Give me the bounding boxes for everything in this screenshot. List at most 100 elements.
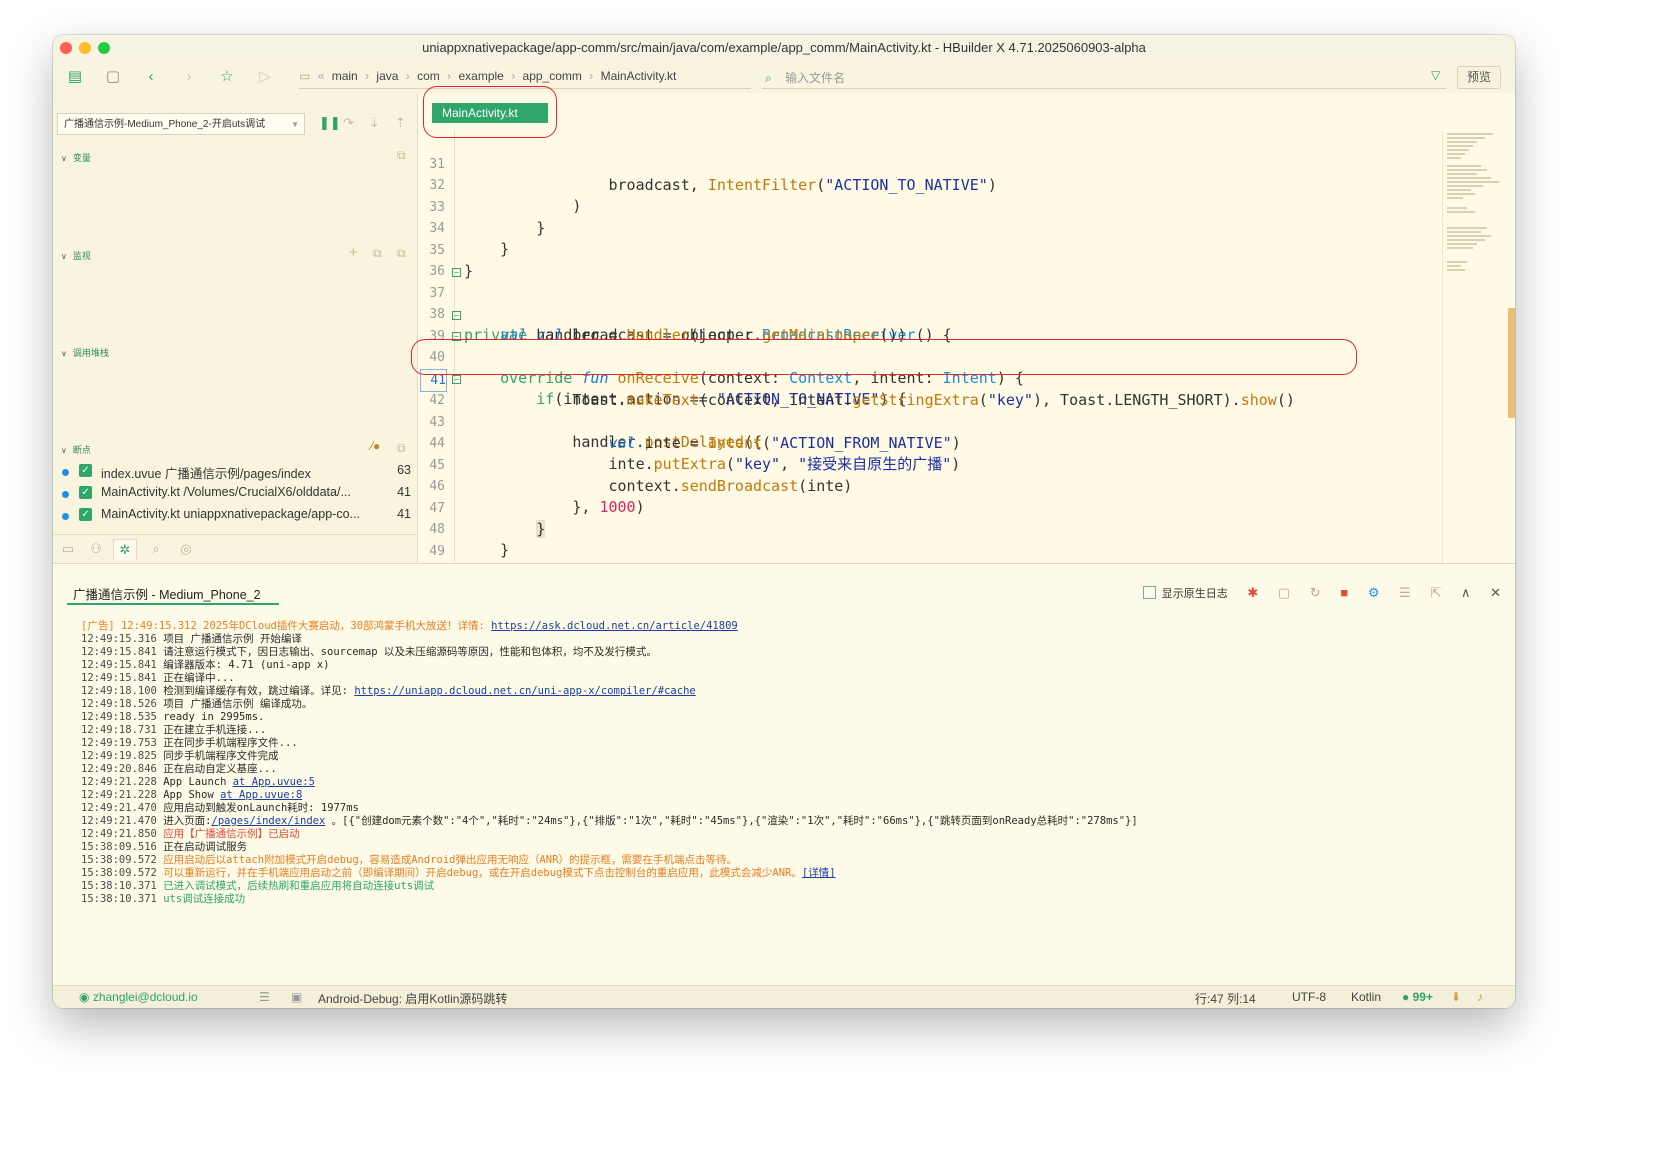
editor-scrollbar[interactable] (1508, 308, 1515, 418)
open-log-icon[interactable]: ▢ (1277, 585, 1291, 600)
cursor-position[interactable]: 行:47 列:14 (1195, 992, 1256, 1006)
user-account[interactable]: ◉ zhanglei@dcloud.io (79, 990, 198, 1004)
star-icon[interactable]: ☆ (220, 68, 234, 85)
outline-icon[interactable]: ⚇ (90, 541, 102, 556)
log-link[interactable]: https://ask.dcloud.net.cn/article/41809 (491, 620, 738, 632)
tab-console-device[interactable]: 广播通信示例 - Medium_Phone_2 (73, 588, 261, 602)
forward-icon[interactable]: › (186, 68, 192, 85)
download-icon[interactable]: ⬇ (1451, 990, 1462, 1004)
stop-icon[interactable]: ■ (1340, 585, 1349, 600)
filter-icon[interactable]: ▽ (1431, 68, 1441, 82)
collapse-all-icon[interactable]: ⧉ (397, 148, 406, 162)
code-text: } (464, 540, 509, 561)
breakpoint-item[interactable]: ✓ index.uvue 广播通信示例/pages/index 63 (61, 462, 411, 482)
breakpoint-checkbox[interactable]: ✓ (79, 464, 92, 477)
breadcrumb-item[interactable]: MainActivity.kt (600, 69, 677, 83)
debug-connect-icon[interactable]: ⚙ (1367, 585, 1380, 600)
save-icon[interactable]: ▢ (105, 68, 121, 85)
breadcrumb-item[interactable]: example (458, 69, 504, 83)
search-icon[interactable]: ⌕ (152, 541, 160, 556)
run-icon[interactable]: ▷ (259, 68, 271, 85)
step-into-icon[interactable]: ⇣ (369, 115, 380, 130)
log-line: 12:49:19.825 同步手机端程序文件完成 (81, 750, 279, 763)
log-link[interactable]: at App.uvue:5 (232, 776, 315, 788)
log-timestamp: 12:49:21.228 (81, 789, 164, 801)
collapse-up-icon[interactable]: ∧ (1460, 585, 1471, 600)
call-stack-panel-header[interactable]: ∨调用堆栈 (61, 346, 109, 359)
code-token: Intent (707, 434, 763, 452)
minimap-line (1447, 211, 1475, 213)
pause-icon[interactable]: ❚❚ (319, 115, 341, 130)
close-console-icon[interactable]: ✕ (1490, 585, 1501, 600)
fold-icon[interactable]: − (452, 311, 461, 320)
log-message-tail: 。[{"创建dom元素个数":"4个","耗时":"24ms"},{"排版":"… (325, 815, 1138, 827)
debug-icon[interactable]: ✲ (113, 539, 137, 560)
log-message: 应用启动到触发onLaunch耗时: 1977ms (163, 802, 359, 814)
breadcrumb-collapse-icon[interactable]: « (317, 69, 325, 83)
device-select[interactable]: 广播通信示例-Medium_Phone_2-开启uts调试 ▼ (57, 113, 305, 135)
bug-icon[interactable]: ✱ (1247, 585, 1259, 600)
step-over-icon[interactable]: ↷ (343, 115, 354, 130)
log-message: 项目 广播通信示例 开始编译 (163, 633, 302, 645)
minimap[interactable] (1442, 131, 1515, 563)
line-number[interactable]: 41 (420, 369, 447, 392)
show-native-log-checkbox[interactable] (1142, 586, 1156, 599)
breakpoint-item[interactable]: ✓ MainActivity.kt /Volumes/CrucialX6/old… (61, 484, 411, 504)
minimap-line (1447, 169, 1487, 171)
collapse-all-icon[interactable]: ⧉ (397, 246, 406, 260)
code-text: } (464, 218, 545, 239)
file-search-input[interactable]: ⌕ 输入文件名 (765, 69, 845, 86)
globe-icon[interactable]: ◎ (180, 541, 192, 556)
restart-icon[interactable]: ↻ (1309, 585, 1321, 600)
back-icon[interactable]: ‹ (148, 68, 154, 85)
minimize-window-button[interactable] (79, 42, 91, 54)
fold-icon[interactable]: − (452, 268, 461, 277)
terminal-icon[interactable]: ▣ (291, 990, 303, 1004)
log-link[interactable]: [详情] (801, 867, 836, 879)
fold-icon[interactable]: − (452, 332, 461, 341)
log-line: 15:38:10.371 已进入调试模式，后续热刷和重启应用将自动连接uts调试 (81, 880, 434, 893)
log-link[interactable]: at App.uvue:8 (220, 789, 303, 801)
add-watch-icon[interactable]: + (349, 244, 358, 261)
log-line: 12:49:21.228 App Launch at App.uvue:5 (81, 776, 315, 789)
close-window-button[interactable] (60, 42, 72, 54)
breakpoint-item[interactable]: ✓ MainActivity.kt uniappxnativepackage/a… (61, 506, 411, 526)
export-log-icon[interactable]: ⇱ (1430, 585, 1442, 600)
bell-icon[interactable]: ♪ (1477, 990, 1483, 1004)
breakpoint-checkbox[interactable]: ✓ (79, 508, 92, 521)
variables-panel-header[interactable]: ∨变量 (61, 151, 91, 164)
toggle-breakpoints-icon[interactable]: ⁄● (371, 439, 381, 453)
user-icon: ◉ (79, 990, 93, 1004)
breakpoint-checkbox[interactable]: ✓ (79, 486, 92, 499)
code-editor[interactable]: MainActivity.kt 31 broadcast, IntentFilt… (418, 93, 1515, 581)
step-out-icon[interactable]: ⇡ (395, 115, 406, 130)
code-text: }, 1000) (464, 497, 644, 518)
breadcrumb-item[interactable]: com (417, 69, 440, 83)
log-link[interactable]: /pages/index/index (211, 815, 326, 827)
log-timestamp: 12:49:15.841 (81, 672, 164, 684)
list-icon[interactable]: ☰ (259, 990, 270, 1004)
breadcrumb-separator-icon: › (589, 69, 594, 83)
breadcrumb-item[interactable]: main (331, 69, 358, 83)
tab-mainactivity[interactable]: MainActivity.kt (432, 103, 548, 123)
minimap-line (1447, 189, 1471, 191)
fold-icon[interactable]: − (452, 375, 461, 384)
project-manager-icon[interactable]: ▭ (61, 541, 75, 556)
language-mode[interactable]: Kotlin (1351, 990, 1382, 1004)
collapse-all-icon[interactable]: ⧉ (397, 441, 406, 455)
encoding[interactable]: UTF-8 (1292, 990, 1326, 1004)
refresh-watch-icon[interactable]: ⧉ (373, 246, 382, 260)
filter-log-icon[interactable]: ☰ (1399, 585, 1411, 600)
log-link[interactable]: https://uniapp.dcloud.net.cn/uni-app-x/c… (354, 685, 696, 697)
maximize-window-button[interactable] (98, 42, 110, 54)
notifications-badge[interactable]: ● 99+ (1402, 990, 1433, 1004)
new-file-icon[interactable]: ▤ (67, 68, 83, 85)
preview-button[interactable]: 预览 (1457, 66, 1501, 89)
breadcrumb-item[interactable]: java (376, 69, 399, 83)
log-line: 12:49:18.100 检测到编译缓存有效，跳过编译。详见: https://… (81, 685, 696, 698)
breadcrumb-item[interactable]: app_comm (522, 69, 582, 83)
watch-panel-header[interactable]: ∨监视 (61, 249, 91, 262)
breakpoints-panel-header[interactable]: ∨断点 (61, 443, 91, 456)
status-message: Android-Debug: 启用Kotlin源码跳转 (318, 992, 508, 1006)
code-line: 43 val inte = Intent("ACTION_FROM_NATIVE… (418, 391, 1438, 452)
